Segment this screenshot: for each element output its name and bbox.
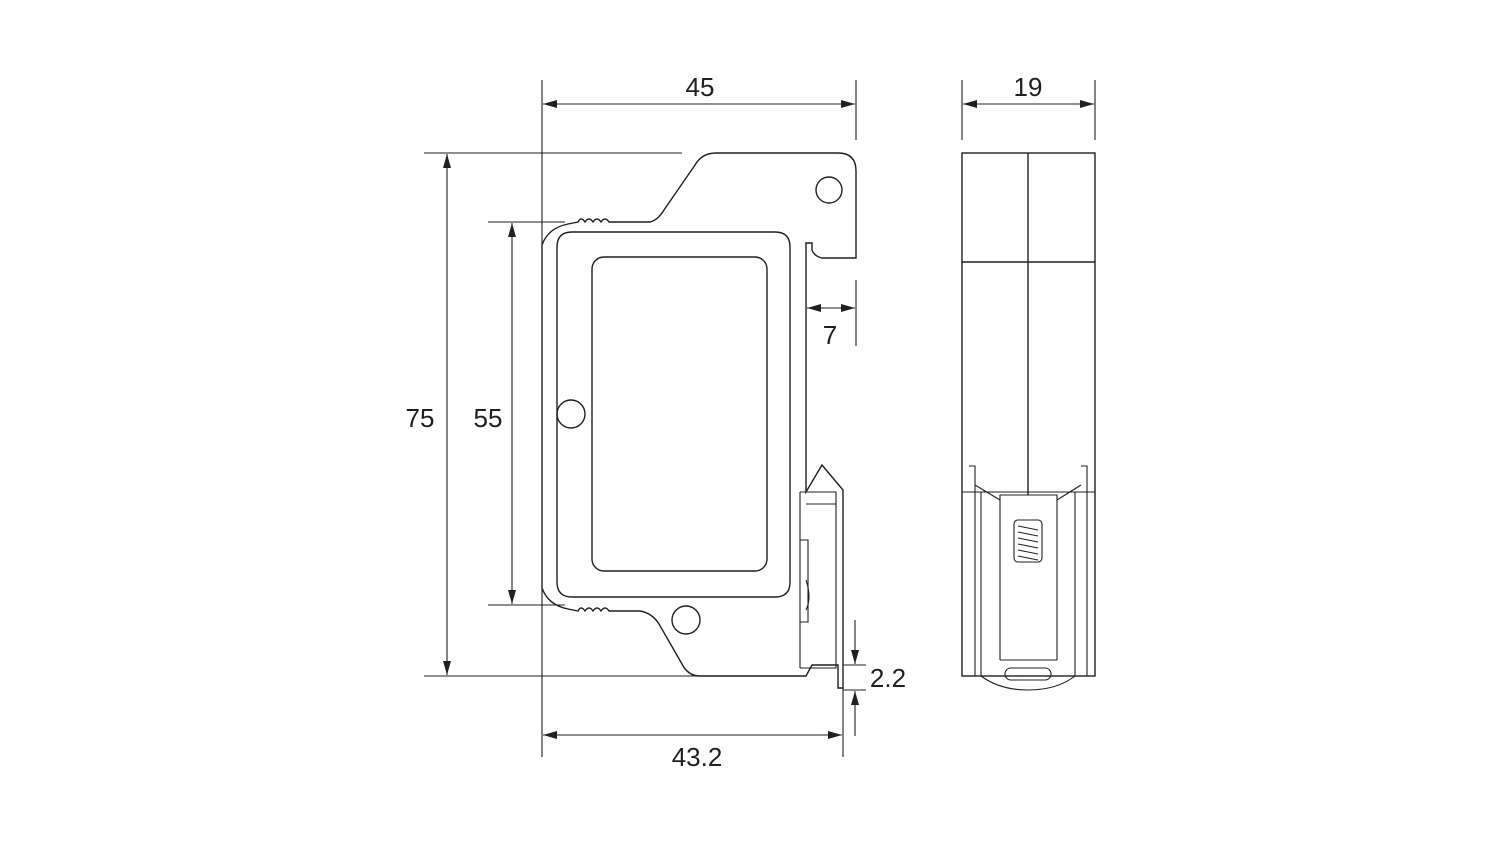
dim-label-19: 19 — [1014, 72, 1043, 102]
top-mounting-hole — [815, 176, 843, 204]
side-hole — [556, 399, 586, 429]
front-housing-outline — [541, 152, 857, 689]
front-dimensions: 45 75 55 7 43.2 2.2 — [406, 72, 907, 772]
bottom-mounting-hole — [671, 605, 701, 635]
dim-label-2-2: 2.2 — [870, 663, 906, 693]
dim-label-45: 45 — [686, 72, 715, 102]
dim-label-55: 55 — [474, 403, 503, 433]
dim-label-7: 7 — [823, 320, 837, 350]
dim-label-43-2: 43.2 — [672, 742, 723, 772]
side-clip-housing — [962, 465, 1095, 691]
front-view — [541, 152, 857, 689]
side-spring — [1013, 519, 1043, 563]
front-inner-frame — [556, 231, 791, 598]
side-dimensions: 19 — [961, 72, 1096, 140]
dim-label-75: 75 — [406, 403, 435, 433]
side-slot — [1004, 667, 1052, 681]
side-view — [961, 152, 1096, 691]
front-window — [591, 256, 768, 572]
din-clip — [799, 491, 837, 669]
